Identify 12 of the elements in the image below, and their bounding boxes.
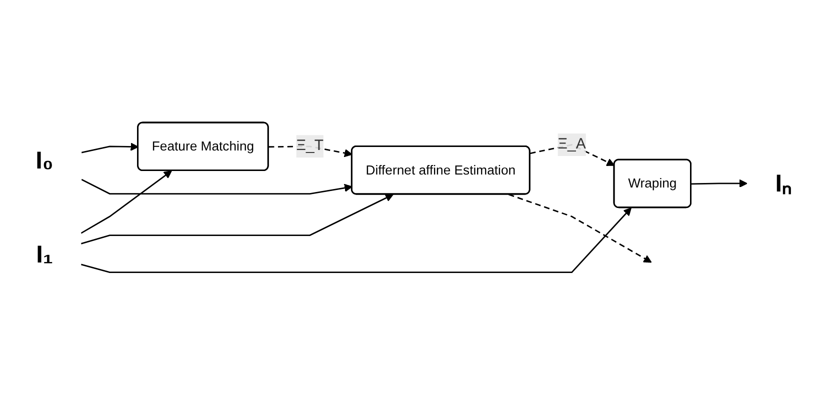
node-text: I₁ xyxy=(36,240,53,268)
node-text: I₀ xyxy=(36,146,54,175)
edge-label: Ξ_T xyxy=(296,138,324,154)
arrow xyxy=(691,180,748,188)
arrow xyxy=(80,194,394,245)
edge-label: Ξ_A xyxy=(558,136,586,153)
arrow xyxy=(508,194,652,264)
arrow xyxy=(80,208,632,274)
node-text: Iₙ xyxy=(775,169,792,198)
arrow xyxy=(81,142,139,154)
arrow xyxy=(80,170,172,234)
arrow xyxy=(81,179,352,195)
